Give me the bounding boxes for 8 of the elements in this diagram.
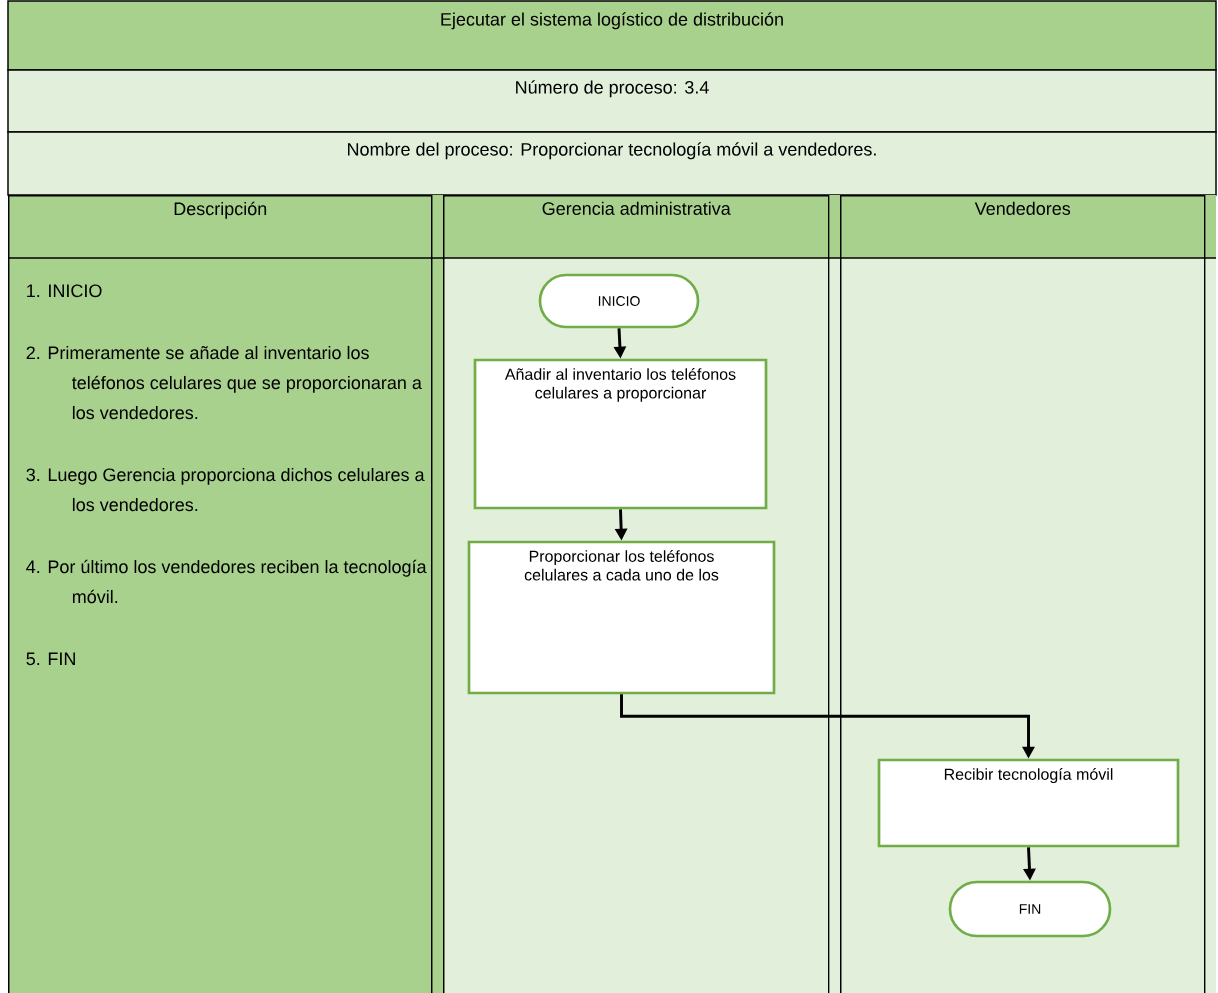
process-box: Proporcionar los teléfonos celulares a cada uno de los xyxy=(467,540,776,695)
title-cell: Ejecutar el sistema logístico de distribución xyxy=(7,0,1217,71)
header-cell: Número de proceso: 3.4 xyxy=(7,69,1217,133)
process-box: Recibir tecnología móvil xyxy=(877,758,1180,848)
process-box: Añadir al inventario los teléfonos celulares a proporcionar xyxy=(473,358,768,510)
header-cell: Nombre del proceso: Proporcionar tecnología móvil a vendedores. xyxy=(7,131,1217,196)
node-label: Gerencia administrativa xyxy=(542,201,731,215)
swimlane: Descripción 1. INICIO 2. Primeramente se añade al inventario los teléfonos celulares que se proporcionaran a los vendedores. 3. Luego Gerencia proporciona dichos celulares a los vendedores. 4. Por último los vendedores reciben la tecnología móvil. 5. FIN xyxy=(7,195,444,993)
